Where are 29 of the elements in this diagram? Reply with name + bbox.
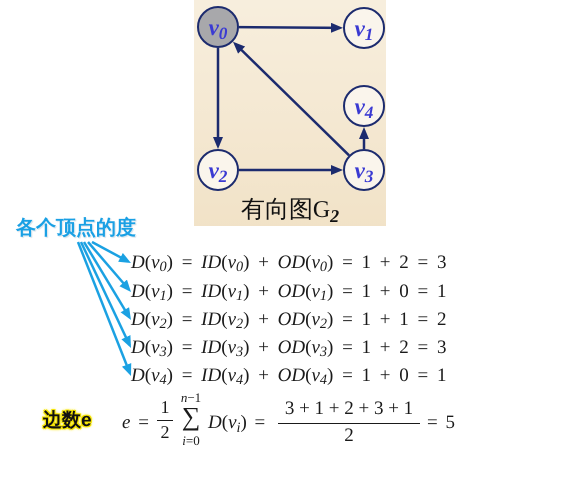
annotation-text: 各个顶点的度 [16, 214, 136, 242]
math-text: = 5 [427, 412, 455, 434]
arrow [91, 240, 131, 263]
arrow [239, 165, 343, 175]
degree-formula: D(v$_{4}$) = ID(v$_{4}$) + OD(v$_{4}$) = 1 + 0 = 1 [131, 363, 446, 389]
math-text: n−1 [180, 390, 202, 405]
summation-sign: ∑ [180, 404, 202, 430]
arrow [76, 242, 132, 376]
figure-caption: 有向图G$_{2}$ [240, 196, 340, 224]
math-text: e = [122, 412, 149, 434]
arrow [82, 241, 131, 320]
arrow [213, 48, 223, 149]
degree-formula: D(v$_{0}$) = ID(v$_{0}$) + OD(v$_{0}$) = 1 + 2 = 3 [131, 250, 446, 276]
arrow [80, 241, 131, 348]
arrow [239, 22, 343, 33]
math-text: 1 [160, 397, 170, 418]
math-text: 2 [160, 422, 170, 443]
math-text: D(v$_{i}$) = [208, 412, 266, 434]
math-text: i=0 [181, 433, 201, 448]
degree-formula: D(v$_{2}$) = ID(v$_{2}$) + OD(v$_{2}$) = 1 + 1 = 2 [131, 307, 446, 333]
arrow [87, 241, 131, 292]
math-text: 3 + 1 + 2 + 3 + 1 [284, 398, 414, 420]
arrow [359, 127, 369, 149]
highlighted-label: 边数e [43, 410, 92, 432]
figure-panel [194, 0, 386, 226]
math-text: 2 [343, 425, 355, 447]
degree-formula: D(v$_{1}$) = ID(v$_{1}$) + OD(v$_{1}$) = 1 + 0 = 1 [131, 279, 446, 305]
arrow [233, 42, 350, 156]
degree-formula: D(v$_{3}$) = ID(v$_{3}$) + OD(v$_{3}$) = 1 + 2 = 3 [131, 335, 446, 361]
